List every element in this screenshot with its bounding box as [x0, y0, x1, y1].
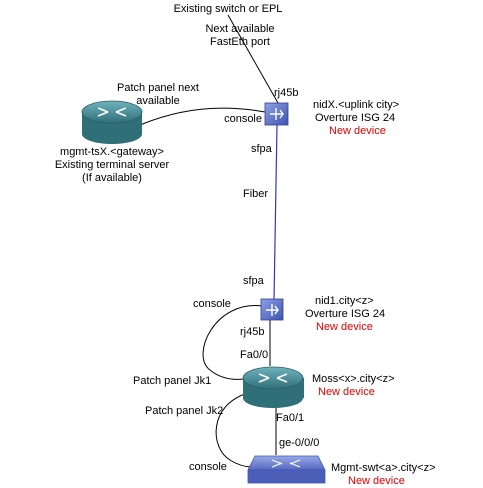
moss-name: Moss<x>.city<z>	[312, 373, 395, 385]
nid-1-model: Overture ISG 24	[305, 308, 385, 320]
nid-x-model: Overture ISG 24	[315, 112, 395, 124]
mgmt-console-label: console	[189, 461, 227, 473]
nid1-console-loop	[202, 305, 263, 380]
moss-status: New device	[318, 386, 375, 398]
mgmt-switch-icon[interactable]	[247, 455, 326, 484]
nid-x-sfpa-label: sfpa	[251, 143, 273, 155]
moss-console-loop	[215, 392, 253, 468]
nid-x-icon[interactable]	[264, 102, 289, 126]
mgmt-switch-status: New device	[348, 475, 405, 487]
patch-panel-jk1-label: Patch panel Jk1	[133, 375, 211, 387]
fiber-label: Fiber	[243, 188, 268, 200]
nid-1-sfpa-label: sfpa	[243, 275, 265, 287]
mgmt-ge-label: ge-0/0/0	[279, 437, 319, 449]
terminal-server-desc: Existing terminal server	[55, 159, 170, 171]
terminal-server-router-icon[interactable]	[81, 100, 143, 144]
nid-1-name: nid1.city<z>	[315, 295, 374, 307]
mgmt-switch-name: Mgmt-swt<a>.city<z>	[331, 462, 436, 474]
nid-1-status: New device	[316, 321, 373, 333]
nid-1-icon[interactable]	[260, 298, 284, 321]
nid-x-console-label: console	[224, 113, 262, 125]
nid-x-status: New device	[329, 125, 386, 137]
nid-1-rj45-label: rj45b	[240, 326, 264, 338]
moss-fa00-label: Fa0/0	[240, 349, 268, 361]
nid-x-rj45-label: rj45b	[274, 87, 298, 99]
patch-panel-next-label-2: available	[136, 95, 179, 107]
top-switch-label: Existing switch or EPL	[174, 3, 283, 15]
fiber-line	[273, 124, 278, 301]
patch-panel-next-label-1: Patch panel next	[117, 82, 199, 94]
terminal-server-note: (If available)	[82, 172, 142, 184]
terminal-server-name: mgmt-tsX.<gateway>	[60, 146, 164, 158]
next-port-label-2: FastEth port	[210, 36, 270, 48]
nid-1-console-label: console	[193, 298, 231, 310]
patch-panel-jk2-label: Patch panel Jk2	[145, 405, 223, 417]
uplink-line	[227, 14, 279, 104]
moss-fa01-label: Fa0/1	[276, 412, 304, 424]
terminal-console-line	[139, 107, 266, 126]
moss-router-icon[interactable]	[242, 366, 304, 408]
next-port-label-1: Next available	[205, 23, 274, 35]
nid-x-name: nidX.<uplink city>	[313, 99, 399, 111]
